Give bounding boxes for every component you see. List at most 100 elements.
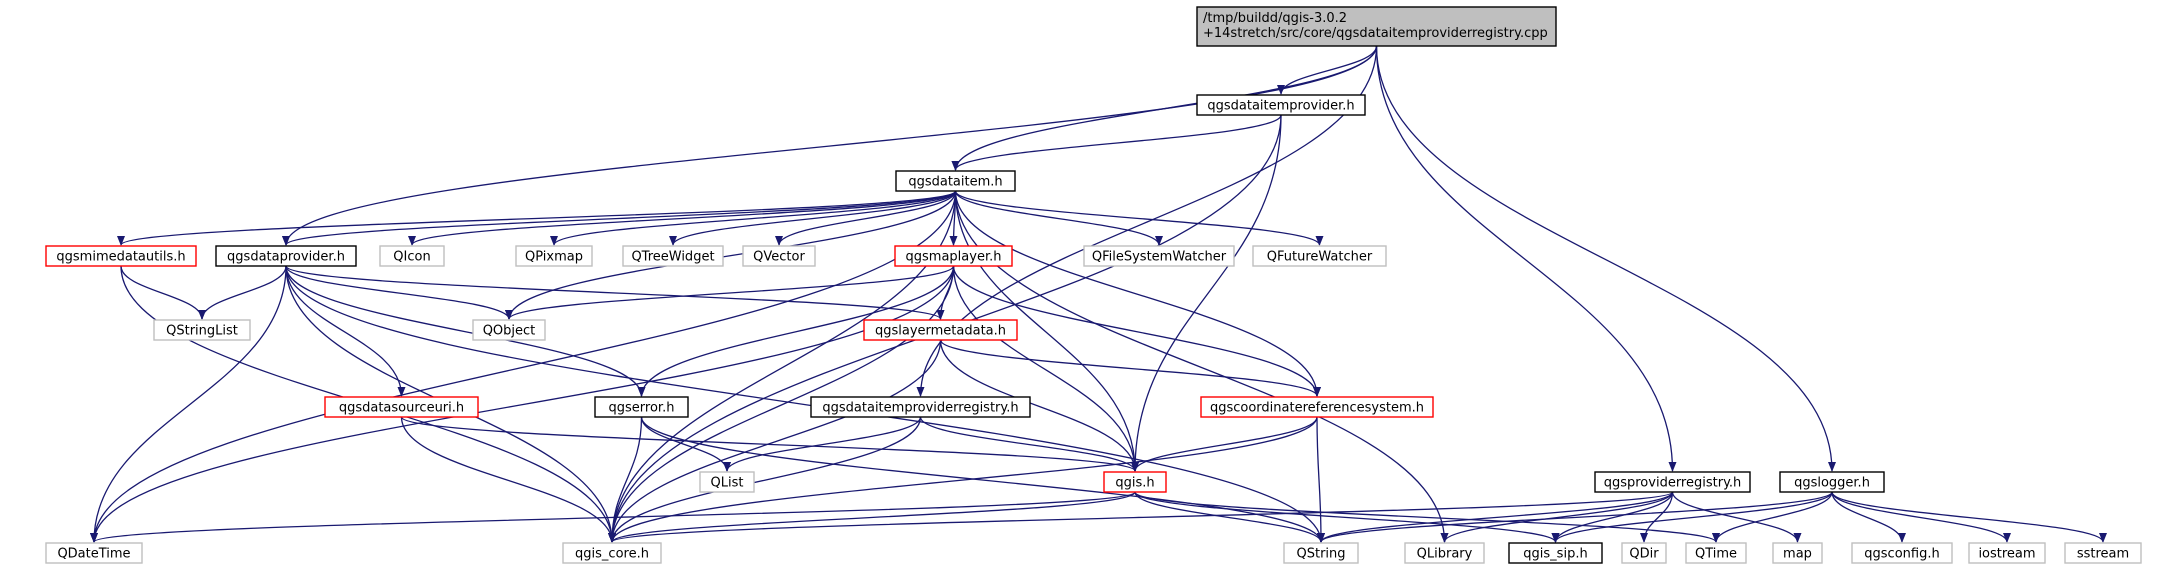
node-QPixmap[interactable]: QPixmap <box>515 245 593 267</box>
node-QLibrary[interactable]: QLibrary <box>1404 542 1485 564</box>
node-qgsdatasourceuri_h-box <box>324 396 479 418</box>
edge-root-to-qgslogger_h <box>1375 45 1836 472</box>
node-QPixmap-box <box>515 245 593 267</box>
node-QFutureWatcher[interactable]: QFutureWatcher <box>1252 245 1387 267</box>
node-QDir-box <box>1621 542 1667 564</box>
node-qgslayermetadata_h[interactable]: qgslayermetadata.h <box>863 319 1018 341</box>
edge-qgsdataitem_h-to-QDateTime <box>90 190 957 543</box>
node-map[interactable]: map <box>1772 542 1823 564</box>
node-QFileSystemWatcher[interactable]: QFileSystemWatcher <box>1083 245 1235 267</box>
node-QTime[interactable]: QTime <box>1685 542 1747 564</box>
edge-qgslayermetadata_h-to-qgscoordinatereferencesystem_h <box>939 339 1321 397</box>
edge-qgis_h-to-QTime <box>1134 491 1720 543</box>
edge-qgis_h-to-QDateTime <box>90 491 1136 543</box>
node-qgis_h[interactable]: qgis.h <box>1103 471 1167 493</box>
node-qgsdataitemprovider_h[interactable]: qgsdataitemprovider.h <box>1196 94 1366 116</box>
node-QList[interactable]: QList <box>699 471 755 493</box>
edge-qgsdataitem_h-to-QPixmap <box>550 190 957 246</box>
node-qgsdataitem_h[interactable]: qgsdataitem.h <box>895 170 1016 192</box>
edge-root-to-qgsproviderregistry_h <box>1375 45 1677 472</box>
node-iostream[interactable]: iostream <box>1968 542 2046 564</box>
node-QDateTime[interactable]: QDateTime <box>45 542 143 564</box>
node-qgsmimedatautils_h[interactable]: qgsmimedatautils.h <box>45 245 197 267</box>
node-QDir[interactable]: QDir <box>1621 542 1667 564</box>
node-QString-label: QString <box>1296 547 1345 562</box>
edge-qgsdataitemproviderregistry_h-to-QList <box>723 416 922 472</box>
node-qgsconfig_h[interactable]: qgsconfig.h <box>1851 542 1953 564</box>
edges <box>90 45 2107 543</box>
edge-qgslogger_h-to-sstream <box>1831 491 2107 543</box>
node-qgsproviderregistry_h[interactable]: qgsproviderregistry.h <box>1594 471 1751 493</box>
node-map-box <box>1772 542 1823 564</box>
node-qgslayermetadata_h-box <box>863 319 1018 341</box>
edge-qgsdataitem_h-to-QVector <box>775 190 957 246</box>
node-sstream-box <box>2064 542 2142 564</box>
edge-qgsdataitem_h-to-QIcon <box>408 190 957 246</box>
node-qgis_core_h-box <box>562 542 662 564</box>
node-sstream-label: sstream <box>2077 547 2129 562</box>
node-qgslayermetadata_h-label: qgslayermetadata.h <box>875 324 1006 339</box>
node-QDateTime-box <box>45 542 143 564</box>
node-QVector[interactable]: QVector <box>742 245 816 267</box>
node-qgsdatasourceuri_h[interactable]: qgsdatasourceuri.h <box>324 396 479 418</box>
node-QFutureWatcher-box <box>1252 245 1387 267</box>
node-QTreeWidget[interactable]: QTreeWidget <box>622 245 724 267</box>
node-QFileSystemWatcher-box <box>1083 245 1235 267</box>
node-QStringList[interactable]: QStringList <box>153 319 251 341</box>
node-root[interactable]: /tmp/buildd/qgis-3.0.2+14stretch/src/cor… <box>1196 6 1557 47</box>
node-qgserror_h-box <box>594 396 689 418</box>
node-qgsconfig_h-label: qgsconfig.h <box>1864 547 1939 562</box>
edge-qgsdataitemprovider_h-to-qgsdataitem_h <box>951 114 1282 171</box>
node-qgslogger_h-label: qgslogger.h <box>1794 476 1870 491</box>
node-QStringList-box <box>153 319 251 341</box>
edge-qgsproviderregistry_h-to-qgis_sip_h <box>1551 491 1674 543</box>
node-sstream[interactable]: sstream <box>2064 542 2142 564</box>
node-QList-label: QList <box>711 476 744 491</box>
node-qgserror_h[interactable]: qgserror.h <box>594 396 689 418</box>
node-qgsdataitemproviderregistry_h[interactable]: qgsdataitemproviderregistry.h <box>810 396 1031 418</box>
edge-qgsdataitemprovider_h-to-qgis_h <box>1131 114 1282 472</box>
edge-qgsmaplayer_h-to-qgis_core_h <box>608 265 955 543</box>
edge-qgsdataprovider_h-to-qgserror_h <box>285 265 646 397</box>
edge-qgserror_h-to-qgis_core_h <box>608 416 643 543</box>
edge-qgsdataprovider_h-to-qgslayermetadata_h <box>285 265 945 320</box>
edge-qgsdataitem_h-to-qgis_core_h <box>608 190 957 543</box>
node-qgscoordinatereferencesystem_h[interactable]: qgscoordinatereferencesystem.h <box>1200 396 1434 418</box>
node-qgis_sip_h-label: qgis_sip.h <box>1523 547 1587 562</box>
node-qgis_core_h[interactable]: qgis_core.h <box>562 542 662 564</box>
edge-qgsdataitem_h-to-QLibrary <box>954 190 1449 543</box>
node-qgserror_h-label: qgserror.h <box>609 401 675 416</box>
node-qgscoordinatereferencesystem_h-box <box>1200 396 1434 418</box>
edge-qgsdataitem_h-to-qgis_h <box>954 190 1139 472</box>
node-QTreeWidget-box <box>622 245 724 267</box>
node-QObject-box <box>472 319 546 341</box>
edge-qgsmaplayer_h-to-QDateTime <box>90 265 955 543</box>
edge-qgslogger_h-to-qgis_sip_h <box>1551 491 1833 543</box>
node-qgsdatasourceuri_h-label: qgsdatasourceuri.h <box>339 401 464 416</box>
edge-qgsdataitem_h-to-qgsmimedatautils_h <box>117 190 957 246</box>
edge-qgslogger_h-to-QString <box>1317 491 1833 543</box>
node-QIcon[interactable]: QIcon <box>379 245 445 267</box>
node-qgsmaplayer_h[interactable]: qgsmaplayer.h <box>894 245 1013 267</box>
node-qgscoordinatereferencesystem_h-label: qgscoordinatereferencesystem.h <box>1210 401 1424 416</box>
edge-qgserror_h-to-QString <box>640 416 1325 543</box>
edge-root-to-qgsdataprovider_h <box>282 45 1378 246</box>
edge-qgslogger_h-to-iostream <box>1831 491 2011 543</box>
node-QDateTime-label: QDateTime <box>57 547 130 562</box>
edge-qgsdataitem_h-to-qgsdataprovider_h <box>282 190 957 246</box>
node-QObject[interactable]: QObject <box>472 319 546 341</box>
node-QIcon-box <box>379 245 445 267</box>
node-qgsmimedatautils_h-box <box>45 245 197 267</box>
node-qgis_sip_h[interactable]: qgis_sip.h <box>1508 542 1603 564</box>
node-qgsconfig_h-box <box>1851 542 1953 564</box>
edge-qgsmaplayer_h-to-qgis_h <box>952 265 1139 472</box>
edge-qgslogger_h-to-qgsconfig_h <box>1831 491 1906 543</box>
node-qgslogger_h[interactable]: qgslogger.h <box>1779 471 1885 493</box>
node-QString[interactable]: QString <box>1283 542 1359 564</box>
node-qgsdataitem_h-label: qgsdataitem.h <box>908 175 1002 190</box>
edge-qgsdataprovider_h-to-QObject <box>285 265 513 320</box>
node-qgsdataprovider_h[interactable]: qgsdataprovider.h <box>215 245 357 267</box>
edge-qgsproviderregistry_h-to-qgis_core_h <box>608 491 1674 543</box>
edge-qgsdataitem_h-to-QTreeWidget <box>669 190 957 246</box>
node-QTreeWidget-label: QTreeWidget <box>631 250 714 265</box>
